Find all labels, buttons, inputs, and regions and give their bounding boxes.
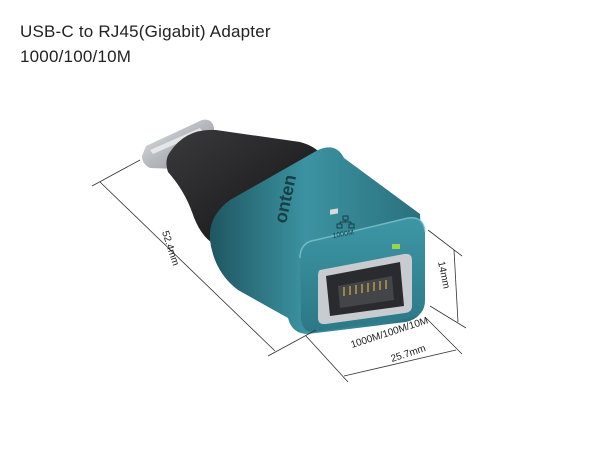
width-label: 25.7mm	[390, 343, 428, 365]
length-label: 52.4mm	[159, 230, 181, 268]
height-label: 14mm	[435, 260, 452, 289]
port-badge: 1000M	[332, 229, 354, 240]
product-title: USB-C to RJ45(Gigabit) Adapter	[20, 22, 271, 41]
product-subtitle: 1000/100/10M	[20, 47, 132, 66]
rj45-port	[318, 208, 412, 325]
lan-icon	[336, 215, 355, 229]
height-dimension	[427, 229, 467, 329]
width-dimension	[305, 317, 463, 383]
status-led-icon	[392, 244, 400, 249]
plug-housing	[166, 129, 330, 244]
length-dimension	[91, 159, 317, 357]
